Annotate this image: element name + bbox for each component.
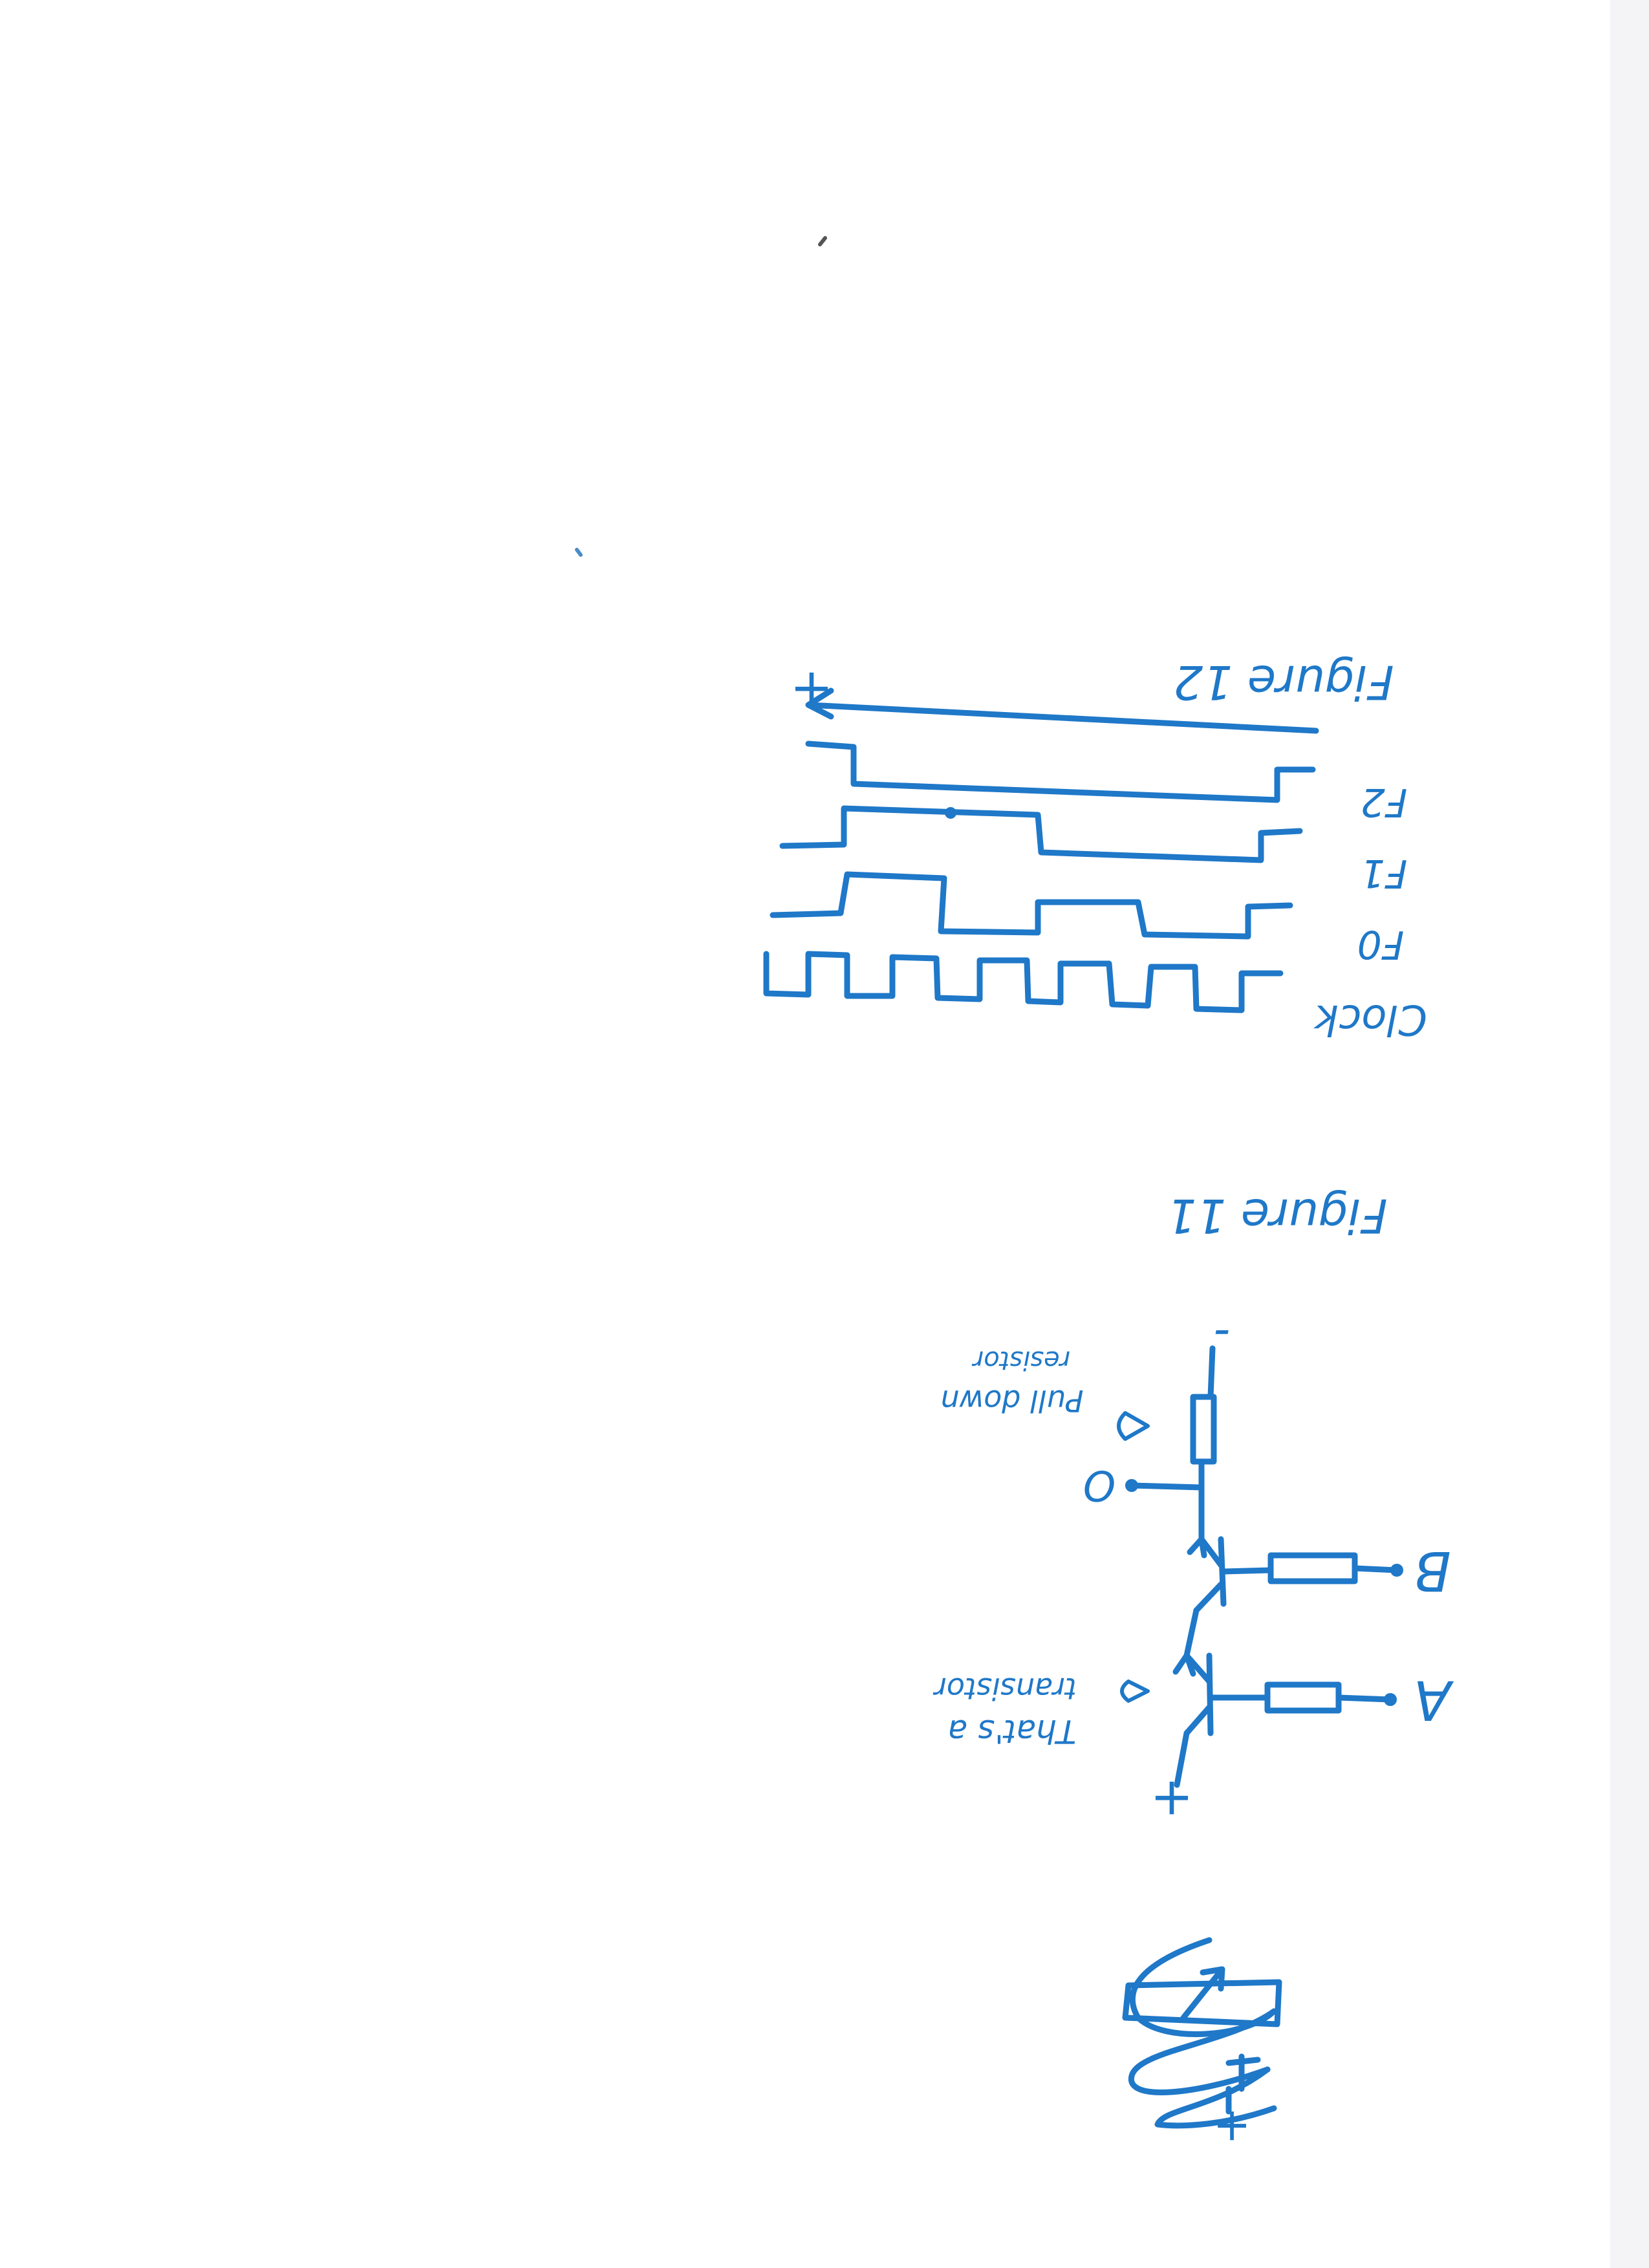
signal-label-f2: F2	[1361, 779, 1408, 825]
base-wire-b	[1220, 1567, 1274, 1575]
transistor-b	[1187, 1536, 1227, 1614]
rail-between-transistors	[1183, 1607, 1200, 1659]
transistor-annotation-line2: transistor	[932, 1671, 1077, 1706]
time-arrow	[805, 687, 1319, 734]
figure-11-caption: Figure 11	[1167, 1189, 1387, 1243]
waveform-clock	[763, 951, 1284, 1013]
figure-11-transistor-circuit: Figure 11 - O Pull down resistor	[932, 1189, 1454, 1830]
transistor-annotation-line1: That's a	[948, 1712, 1077, 1750]
rail-top	[1207, 1345, 1216, 1400]
junction-dot	[945, 807, 956, 819]
scribble-loop-2	[1128, 2008, 1277, 2095]
output-wire	[1128, 1482, 1205, 1491]
transistor-a	[1172, 1652, 1214, 1736]
pulldown-annotation-line2: resistor	[971, 1345, 1070, 1375]
input-a-label: A	[1414, 1669, 1454, 1732]
signal-label-clock: Clock	[1313, 995, 1427, 1043]
scribbled-symbol-sketch: +	[1122, 1937, 1282, 2154]
pulldown-annotation-arrow	[1117, 1411, 1150, 1441]
base-resistor-b	[1267, 1552, 1358, 1584]
figure-12-timing-diagram: Figure 12 + F2 F1 F0 Clock	[763, 655, 1427, 1043]
transistor-annotation-arrow	[1120, 1679, 1150, 1703]
input-b-label: B	[1414, 1539, 1451, 1603]
scribble-plus-label: +	[1213, 2101, 1251, 2154]
scribble-loop-3	[1154, 2066, 1277, 2129]
waveform-f2	[805, 740, 1316, 803]
pull-down-resistor	[1190, 1394, 1217, 1465]
rail-bottom	[1174, 1730, 1190, 1788]
plus-terminal-label: +	[1150, 1769, 1193, 1830]
scribble-transistor-stub	[1225, 2053, 1261, 2092]
signal-label-f0: F0	[1357, 922, 1405, 967]
waveform-f0	[770, 871, 1293, 940]
scan-edge-shadow	[1610, 0, 1649, 2268]
output-label: O	[1083, 1461, 1116, 1509]
figure-12-caption: Figure 12	[1173, 655, 1394, 709]
scribble-box	[1122, 1979, 1282, 2027]
base-resistor-a	[1264, 1681, 1342, 1714]
minus-terminal-label: -	[1214, 1308, 1231, 1363]
pulldown-annotation-line1: Pull down	[940, 1383, 1083, 1418]
signal-label-f1: F1	[1361, 850, 1408, 896]
stray-marks	[575, 236, 827, 557]
scribble-arrow	[1180, 1966, 1225, 2021]
waveform-f1	[779, 805, 1303, 863]
